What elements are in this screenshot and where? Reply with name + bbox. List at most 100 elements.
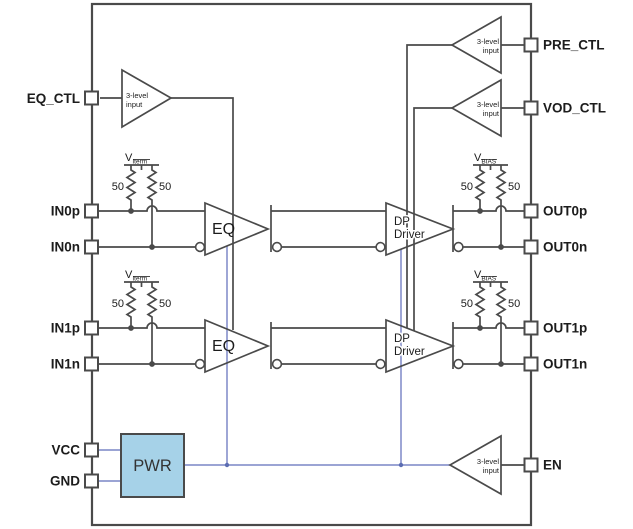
wire-eq-ctl-route [171,97,234,330]
wire-vod-ctl-route [413,107,452,331]
wire-out0p [453,205,525,212]
bubble-dp0-output [453,241,464,253]
dp1-label-line2: Driver [394,346,425,358]
wire-pre-ctl-route [406,44,452,328]
vbias1-base: V [474,269,482,281]
pin-label-pre-ctl: PRE_CTL [543,38,605,53]
pwr-label: PWR [133,457,172,475]
three-level-input-triangle-vod-ctl [450,78,502,138]
pin-label-out0n: OUT0n [543,240,587,255]
junction-dot [149,361,155,367]
pin-square-out1p [523,320,539,336]
eq-amplifier-1 [204,318,271,374]
three-level-input-triangle-eq-ctl [121,68,173,129]
dp0-label-line1: DP [394,216,410,228]
bubble-eq1-output [271,358,283,370]
bubble-eq0-output [271,241,283,253]
resistor-value-out1-right: 50 [508,298,520,310]
pin-square-out1n [523,356,539,372]
resistor-out0-left [474,165,486,211]
bubble-eq0-input [194,241,206,253]
resistor-value-out0-left: 50 [461,181,473,193]
dp0-label-line2: Driver [394,229,425,241]
three-level-label-pre-ctl-line2: input [483,46,500,55]
junction-dot [498,244,504,250]
three-level-label-eq-ctl-line2: input [126,100,143,109]
pin-label-out1n: OUT1n [543,357,587,372]
pin-label-out1p: OUT1p [543,321,587,336]
viterm1-base: V [125,269,133,281]
junction-dot [149,244,155,250]
pin-label-out0p: OUT0p [543,204,587,219]
pin-label-en: EN [543,458,562,473]
pin-label-vod-ctl: VOD_CTL [543,101,606,116]
bubble-dp0-input [375,241,386,253]
pin-square-out0p [523,203,539,219]
pin-label-in0p: IN0p [51,204,80,219]
junction-dot [128,208,134,214]
three-level-label-eq-ctl-line1: 3-level [126,91,148,100]
resistor-value-in0-left: 50 [112,181,124,193]
vbias0-sub: BIAS [481,159,496,166]
dp-driver-1 [385,318,456,374]
pin-label-gnd: GND [50,474,80,489]
dp1-label-line1: DP [394,333,410,345]
bubble-eq1-input [194,358,206,370]
resistor-value-in1-left: 50 [112,298,124,310]
pin-label-vcc: VCC [51,443,80,458]
pin-square-out0n [523,239,539,255]
amplifier-symbols [121,15,502,496]
pin-square-gnd [84,473,99,489]
junction-dots [128,208,504,367]
three-level-input-triangle-en [448,434,502,496]
viterm1-sub: Iterm [132,276,147,283]
three-level-input-triangle-pre-ctl [450,15,502,75]
viterm0-base: V [125,152,133,164]
vbias0-label: VBIAS [474,152,497,166]
pin-square-pre-ctl [523,37,539,53]
power-junction-dots [224,462,404,468]
pin-square-in0p [84,203,99,219]
three-level-label-en-line1: 3-level [477,457,499,466]
eq0-label: EQ [212,221,235,238]
eq1-label: EQ [212,338,235,355]
wire-out1p [453,322,525,329]
vbias1-sub: BIAS [481,276,496,283]
resistor-out1-right [495,282,507,364]
pwr-block-body [120,433,185,498]
resistor-in1-left [125,282,137,328]
bubble-dp1-input [375,358,386,370]
junction-dot [398,462,404,468]
three-level-label-vod-ctl-line1: 3-level [477,100,499,109]
junction-dot [477,325,483,331]
viterm0-sub: Iterm [132,159,147,166]
pin-label-in1p: IN1p [51,321,80,336]
pin-label-in1n: IN1n [51,357,80,372]
pin-label-eq-ctl: EQ_CTL [27,91,80,106]
resistor-out1-left [474,282,486,328]
three-level-label-pre-ctl-line1: 3-level [477,37,499,46]
resistor-value-out1-left: 50 [461,298,473,310]
signal-wires [90,2,533,527]
eq-amplifier-0 [204,201,271,257]
pin-square-in0n [84,239,99,255]
pin-square-in1n [84,356,99,372]
vbias0-base: V [474,152,482,164]
vbias1-label: VBIAS [474,269,497,283]
resistor-in0-left [125,165,137,211]
labels: EQ_CTL IN0p IN0n IN1p IN1n VCC GND PRE_C… [27,37,606,489]
pin-square-in1p [84,320,99,336]
three-level-label-en-line2: input [483,466,500,475]
resistor-value-in0-right: 50 [159,181,171,193]
viterm0-label: VIterm [125,152,147,166]
resistor-in1-right [146,282,158,364]
chip-boundary [90,2,533,527]
pin-square-vcc [84,442,99,458]
pin-square-eq-ctl [84,90,99,106]
pin-label-in0n: IN0n [51,240,80,255]
bubble-dp1-output [453,358,464,370]
pin-squares [84,37,539,489]
junction-dot [128,325,134,331]
